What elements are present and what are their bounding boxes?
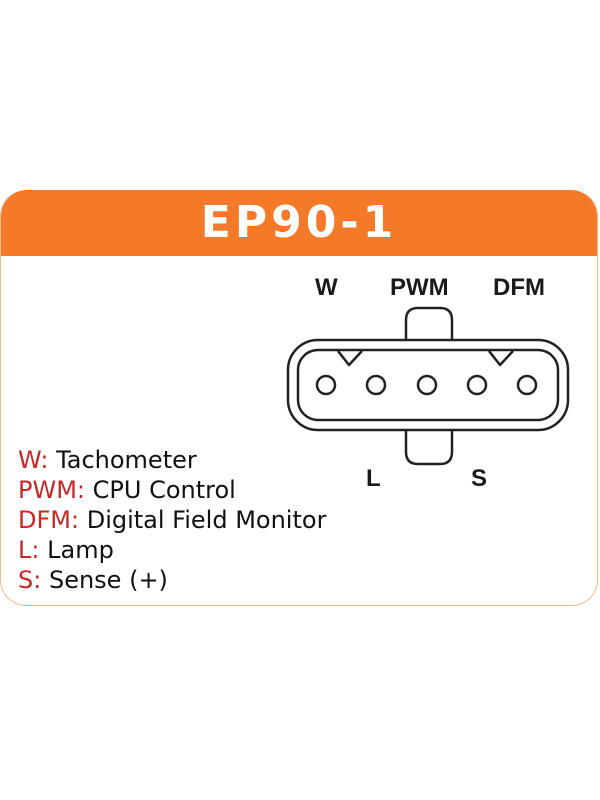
pin-hole-1: [315, 374, 337, 396]
legend-desc: CPU Control: [92, 476, 236, 504]
legend-key: L:: [18, 536, 40, 564]
legend-row-pwm: PWM: CPU Control: [18, 475, 326, 505]
legend-row-dfm: DFM: Digital Field Monitor: [18, 505, 326, 535]
pin-legend: W: Tachometer PWM: CPU Control DFM: Digi…: [18, 445, 326, 595]
legend-key: DFM:: [18, 506, 80, 534]
pin-label-dfm: DFM: [493, 274, 545, 301]
legend-desc: Lamp: [47, 536, 114, 564]
legend-key: PWM:: [18, 476, 85, 504]
legend-desc: Digital Field Monitor: [86, 506, 327, 534]
pin-hole-5: [516, 374, 538, 396]
notch-dfm: [488, 350, 514, 367]
legend-row-s: S: Sense (+): [18, 565, 326, 595]
pin-hole-3: [416, 374, 438, 396]
pin-label-s: S: [471, 465, 488, 492]
notch-w: [337, 350, 363, 367]
pin-hole-4: [466, 374, 488, 396]
connector-bottom-key: [404, 428, 454, 466]
pin-label-w: W: [315, 274, 338, 301]
legend-row-l: L: Lamp: [18, 535, 326, 565]
legend-desc: Tachometer: [56, 446, 197, 474]
legend-key: W:: [18, 446, 49, 474]
connector-top-key: [404, 306, 454, 342]
legend-row-w: W: Tachometer: [18, 445, 326, 475]
legend-key: S:: [18, 566, 42, 594]
pin-label-l: L: [366, 465, 381, 492]
pin-label-pwm: PWM: [390, 274, 449, 301]
connector-title: EP90-1: [200, 197, 398, 248]
pin-hole-2: [365, 374, 387, 396]
title-banner: EP90-1: [1, 190, 597, 256]
legend-desc: Sense (+): [48, 566, 168, 594]
